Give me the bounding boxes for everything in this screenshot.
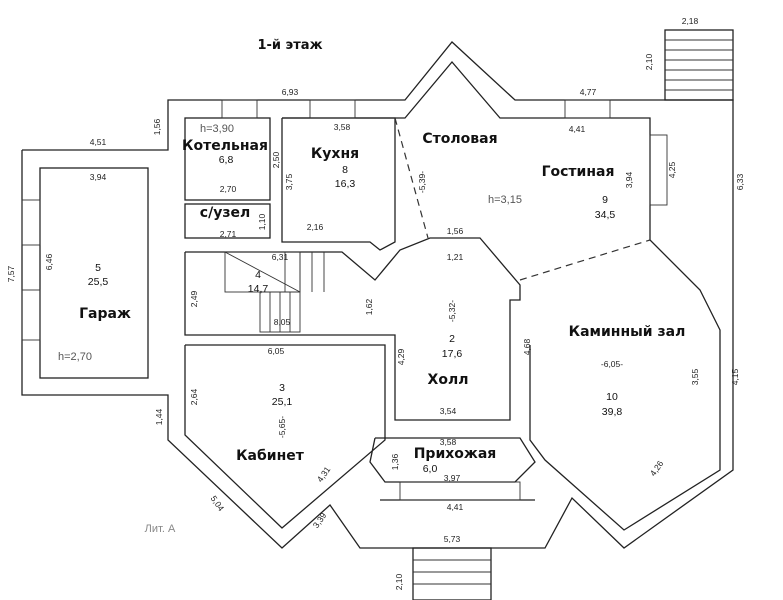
floor-title: 1-й этаж [257, 38, 322, 53]
dimension-label: 4,77 [580, 87, 597, 97]
dimension-label: -5,65- [277, 416, 287, 438]
room-name: Прихожая [414, 446, 497, 462]
liter-label: Лит. А [145, 523, 176, 535]
dimension-label: 3,75 [284, 173, 294, 190]
dimension-label: 3,97 [444, 473, 461, 483]
dimension-label: 6,46 [44, 253, 54, 270]
windows [21, 99, 668, 501]
walls [21, 29, 734, 600]
dimension-label: 3,54 [440, 406, 457, 416]
dimension-label: 6,93 [282, 87, 299, 97]
dimension-label: -5,39- [417, 171, 427, 193]
dimension-label: 3,39 [311, 510, 329, 530]
room-name: Гараж [79, 306, 131, 322]
bottom-stair-steps [413, 559, 491, 585]
room-name: Кухня [311, 146, 359, 162]
dimension-label: 5,73 [444, 534, 461, 544]
room-area: 6,8 [219, 154, 234, 166]
dimension-label: 4,15 [730, 368, 740, 385]
room-name: с/узел [200, 205, 250, 221]
dimension-label: 4,25 [667, 161, 677, 178]
room-name: Столовая [422, 131, 497, 147]
dimension-label: 4,29 [396, 348, 406, 365]
dimension-label: -5,32- [447, 300, 457, 322]
dimension-label: 2,50 [271, 151, 281, 168]
dimension-label: 2,49 [189, 290, 199, 307]
dimension-label: 2,71 [220, 229, 237, 239]
room-name: Кабинет [236, 448, 305, 464]
dimension-label: 2,18 [682, 16, 699, 26]
room-number: 3 [279, 382, 285, 394]
room-name: Каминный зал [569, 324, 686, 340]
room-number: 10 [606, 391, 618, 403]
room-area: 25,1 [272, 396, 293, 408]
dimension-label: 3,94 [624, 171, 634, 188]
dimension-label: 1,56 [152, 118, 162, 135]
dimension-label: 4,68 [522, 338, 532, 355]
dimension-label: 4,51 [90, 137, 107, 147]
room-number: 8 [342, 164, 348, 176]
stair-steps [269, 252, 325, 332]
dimension-label: 1,36 [390, 453, 400, 470]
room-number: 9 [602, 194, 608, 206]
dimension-label: 8,05 [274, 317, 291, 327]
dimension-label: 6,05 [268, 346, 285, 356]
dimension-label: 1,56 [447, 226, 464, 236]
dimension-label: 3,55 [690, 368, 700, 385]
room-number: 5 [95, 262, 101, 274]
dimension-label: 6,31 [272, 252, 289, 262]
room-area: 14,7 [248, 283, 269, 295]
room-area: 39,8 [602, 406, 623, 418]
room-height: h=2,70 [58, 351, 92, 363]
dimension-label: 4,41 [447, 502, 464, 512]
room-name: Холл [428, 372, 469, 388]
dimension-label: 2,64 [189, 388, 199, 405]
dimension-label: 1,10 [257, 213, 267, 230]
room-area: 17,6 [442, 348, 463, 360]
dimension-label: 3,58 [440, 437, 457, 447]
room-area: 16,3 [335, 178, 356, 190]
room-name: Гостиная [542, 164, 615, 180]
dimension-label: 5,04 [209, 494, 227, 514]
dimension-label: 4,31 [315, 464, 333, 484]
dimension-label: 4,41 [569, 124, 586, 134]
dimension-label: 2,10 [644, 53, 654, 70]
room-number: 4 [255, 269, 261, 281]
dimension-label: 6,33 [735, 173, 745, 190]
dimension-label: 2,16 [307, 222, 324, 232]
dimension-label: 1,44 [154, 408, 164, 425]
dimension-label: 3,94 [90, 172, 107, 182]
room-area: 34,5 [595, 209, 616, 221]
dimension-label: 7,57 [6, 265, 16, 282]
room-name: Котельная [182, 138, 268, 154]
room-area: 25,5 [88, 276, 109, 288]
room-height: h=3,15 [488, 194, 522, 206]
dimension-label: -6,05- [601, 359, 623, 369]
dimension-label: 3,58 [334, 122, 351, 132]
dimension-label: 1,62 [364, 298, 374, 315]
dimension-label: 4,26 [648, 458, 666, 478]
dimension-label: 2,70 [220, 184, 237, 194]
room-height: h=3,90 [200, 123, 234, 135]
room-area: 6,0 [423, 463, 438, 475]
top-stair-steps [665, 39, 733, 91]
dimension-label: 1,21 [447, 252, 464, 262]
room-number: 2 [449, 333, 455, 345]
dimension-label: 2,10 [394, 573, 404, 590]
